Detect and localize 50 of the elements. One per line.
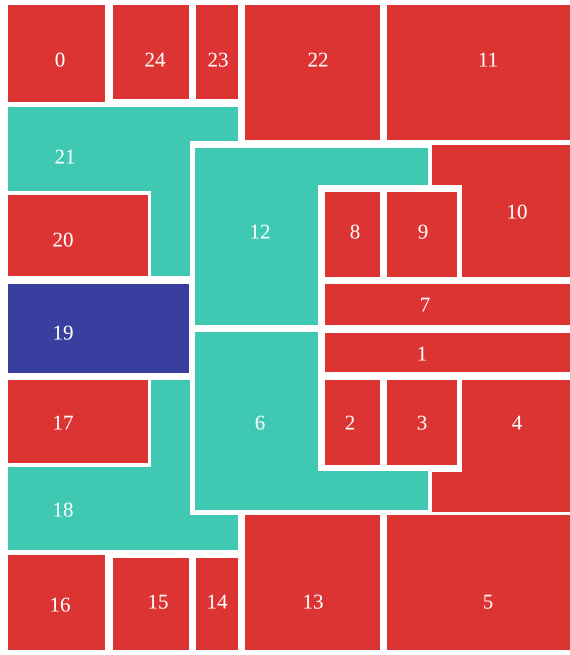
region-number: 16: [50, 594, 70, 616]
plan-region: [245, 5, 380, 140]
region-number: 3: [416, 412, 428, 434]
region-number: 0: [54, 50, 66, 70]
plan-region: [387, 515, 570, 650]
plan-region: [387, 380, 457, 465]
region-number: 18: [52, 500, 74, 520]
plan-region: [325, 380, 380, 465]
region-number: 1: [416, 344, 428, 364]
plan-region: [387, 5, 570, 140]
plan-region: [8, 5, 105, 102]
region-number: 12: [250, 222, 270, 242]
plan-region: [245, 515, 380, 650]
plan-region: [113, 558, 189, 650]
plan-region: [8, 195, 148, 276]
region-number: 5: [482, 592, 494, 612]
plan-region: [325, 333, 570, 372]
plan-region: [8, 380, 148, 463]
region-number: 17: [52, 412, 74, 434]
plan-region: [8, 284, 189, 373]
plan-region: [432, 145, 570, 277]
region-number: 21: [54, 146, 76, 168]
region-number: 14: [206, 592, 228, 612]
plan-region: [195, 148, 428, 325]
region-number: 13: [302, 592, 324, 612]
plan-region: [195, 332, 428, 510]
region-number: 9: [418, 222, 428, 242]
plan-region: [325, 192, 380, 277]
region-number: 23: [208, 50, 228, 70]
plan-region: [325, 284, 570, 325]
region-number: 20: [52, 230, 74, 250]
region-number: 4: [512, 412, 522, 434]
plan-region: [113, 5, 189, 99]
region-number: 2: [344, 412, 356, 434]
plan-region: [8, 107, 238, 276]
plan-region: [196, 5, 238, 99]
plan-region: [387, 192, 457, 277]
region-number: 7: [420, 294, 430, 316]
region-number: 10: [506, 202, 528, 222]
region-number: 11: [478, 50, 498, 70]
plan-region: [8, 555, 105, 650]
plan-region: [8, 380, 238, 550]
region-number: 22: [308, 50, 328, 70]
plan-region: [432, 380, 570, 512]
region-number: 19: [52, 322, 74, 344]
plan-region: [196, 558, 238, 650]
region-number: 15: [148, 592, 168, 612]
region-number: 6: [254, 412, 266, 434]
region-number: 24: [144, 50, 166, 70]
region-number: 8: [350, 222, 360, 242]
